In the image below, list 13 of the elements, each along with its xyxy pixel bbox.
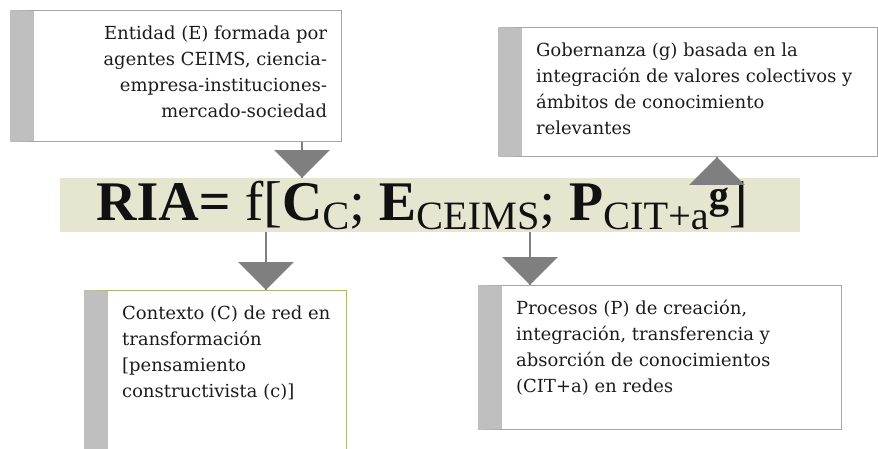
callout-box [478,285,842,430]
arrow [502,232,558,285]
callout-box [10,10,342,142]
callout-text: Procesos (P) de creación, integración, transferencia y absorción de conocimientos (CIT+a) en redes [516,297,772,399]
callout-text: Entidad (E) formada por agentes CEIMS, ciencia-empresa-instituciones-mercado-sociedad [102,22,327,124]
arrow [238,232,294,290]
callout-box [84,290,347,449]
formula-band [60,178,800,232]
arrow [689,157,745,185]
arrow [274,142,330,178]
callout-box [498,27,878,157]
callout-text: Contexto (C) de red en transformación [pensamiento constructivista (c)] [122,302,332,404]
callout-text: Gobernanza (g) basada en la integración de valores colectivos y ámbitos de conocimiento relevantes [536,39,854,141]
